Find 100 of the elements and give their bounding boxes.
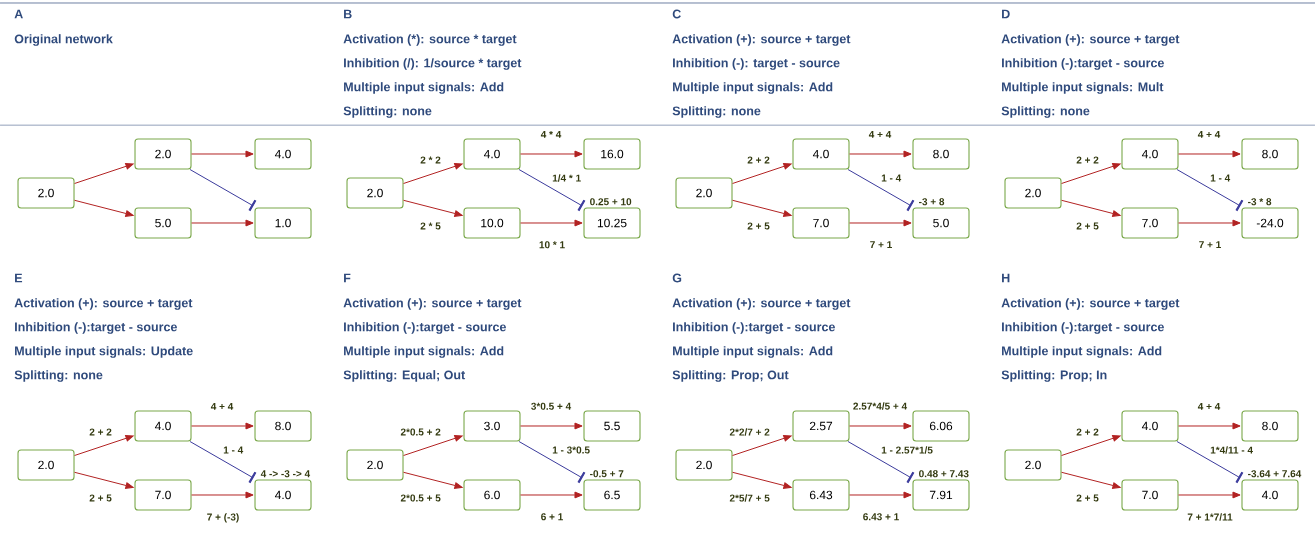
setting-text: Inhibition (-):target - source [15,322,177,334]
arrow [1061,471,1121,489]
node-annotation: -3.64 + 7.64 [1246,469,1303,479]
edge-label: 6 + 1 [539,512,565,522]
edge-label: 2 + 2 [88,427,113,437]
arrow [520,491,583,499]
edge-label: 4 + 4 [209,401,235,411]
value-box: 6.5 [583,479,641,511]
edge-label: 1 - 4 [222,445,245,455]
value-box: 2.0 [17,449,75,481]
setting-text: Inhibition (-): target - source [673,58,840,70]
value-box: 6.0 [463,479,521,511]
value-box: 7.0 [1121,479,1179,511]
arrow [74,199,134,217]
edge-label: 1 - 4 [880,173,903,183]
value-box: 3.0 [463,410,521,442]
node-annotation: 4 -> -3 -> 4 [259,469,312,479]
value-box: 5.0 [912,207,970,239]
edge-label: 4 + 4 [1196,401,1222,411]
inhibition-line [1176,169,1244,211]
edge-label: 2*0.5 + 5 [399,493,442,503]
value-box: 10.0 [463,207,521,239]
setting-text: Splitting: Equal; Out [343,370,466,382]
setting-text: Splitting: none [14,370,103,382]
setting-text: Activation (+): source + target [1001,34,1180,46]
setting-text: Multiple input signals: Add [673,346,833,358]
value-box: 4.0 [1121,138,1179,170]
setting-text: Inhibition (/): 1/source * target [344,58,522,70]
arrow [191,150,254,158]
node-annotation: -3 * 8 [1246,197,1273,207]
edge-label: 7 + (-3) [205,512,241,524]
edge-label: 1 - 3*0.5 [551,445,591,455]
edge-label: 2*5/7 + 5 [728,493,771,503]
arrow [1178,219,1241,227]
edge-label: 10 * 1 [537,240,567,250]
setting-text: Multiple input signals: Add [344,82,504,94]
value-box: 7.0 [792,207,850,239]
edge-label: 2*0.5 + 2 [399,427,442,437]
arrow [1178,491,1241,499]
value-box: 2.0 [1004,449,1062,481]
setting-text: Splitting: none [672,106,761,118]
edge-label: 2 + 2 [746,155,771,165]
edge-label: 4 * 4 [539,129,563,139]
panel-letter: H [1002,273,1010,283]
edge-label: 1 - 4 [1209,173,1232,183]
value-box: 8.0 [254,410,312,442]
inhibition-line [847,441,915,483]
arrow [849,491,912,499]
arrow [403,199,463,217]
edge-label: 4 + 4 [1196,129,1222,139]
inhibition-line [189,169,257,211]
setting-text: Multiple input signals: Add [1002,346,1162,358]
arrow [74,162,134,184]
inhibition-line [518,441,586,483]
arrow [403,434,463,456]
arrow [403,471,463,489]
setting-text: Inhibition (-):target - source [1002,322,1164,334]
value-box: 7.0 [134,479,192,511]
setting-text: Activation (*): source * target [343,34,517,46]
value-box: 8.0 [912,138,970,170]
value-box: -24.0 [1241,207,1299,239]
arrow [1061,199,1121,217]
setting-text: Activation (+): source + target [672,298,851,310]
arrow [732,199,792,217]
arrow [1178,150,1241,158]
edge-label: 7 + 1 [1197,240,1223,250]
value-box: 4.0 [254,479,312,511]
panel-letter: A [14,9,23,19]
value-box: 7.91 [912,479,970,511]
setting-text: Activation (+): source + target [343,298,522,310]
arrow [1061,434,1121,456]
arrow [732,162,792,184]
setting-text: Multiple input signals: Add [344,346,504,358]
panel-letter: D [1002,9,1010,19]
value-box: 6.06 [912,410,970,442]
edge-label: 2 + 5 [1075,221,1100,231]
value-box: 4.0 [1241,479,1299,511]
arrow [520,219,583,227]
inhibition-line [518,169,586,211]
value-box: 8.0 [1241,138,1299,170]
edge-label: 2.57*4/5 + 4 [851,401,909,411]
setting-text: Splitting: none [343,106,432,118]
arrow [191,219,254,227]
node-annotation: 0.48 + 7.43 [917,469,970,479]
arrow [520,422,583,430]
edge-label: 2 + 2 [1075,427,1100,437]
value-box: 4.0 [792,138,850,170]
setting-text: Inhibition (-):target - source [344,322,506,334]
arrow [403,162,463,184]
setting-text: Activation (+): source + target [1001,298,1180,310]
edge-label: 2 + 5 [746,221,771,231]
arrow [849,150,912,158]
edge-label: 1*4/11 - 4 [1209,445,1254,455]
edge-label: 2*2/7 + 2 [728,427,771,437]
setting-text: Activation (+): source + target [14,298,193,310]
edge-label: 4 + 4 [867,129,893,139]
setting-text: Inhibition (-):target - source [673,322,835,334]
setting-text: Original network [14,34,113,46]
setting-text: Splitting: Prop; In [1001,370,1107,382]
value-box: 8.0 [1241,410,1299,442]
